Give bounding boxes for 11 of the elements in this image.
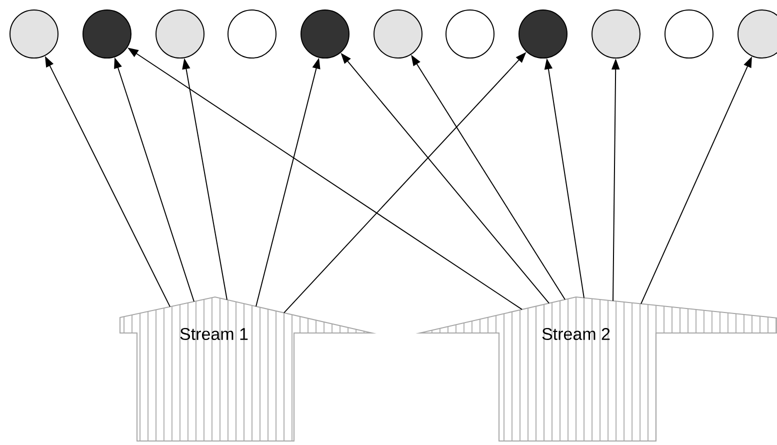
circle <box>664 10 714 58</box>
circle <box>592 10 640 58</box>
circle <box>228 10 276 58</box>
circle <box>82 10 132 58</box>
circle <box>446 10 494 58</box>
circle <box>738 10 777 58</box>
circle <box>374 10 422 58</box>
circle <box>156 10 204 58</box>
circle <box>518 10 568 58</box>
circle <box>10 10 58 58</box>
circle <box>300 10 350 58</box>
